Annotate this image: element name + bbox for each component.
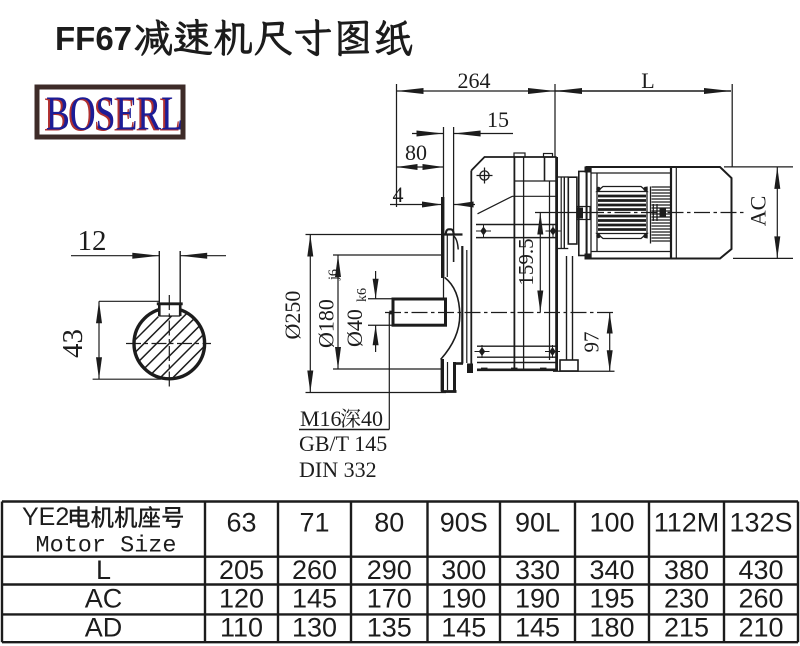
svg-text:145: 145: [441, 613, 486, 643]
svg-text:Ø180: Ø180: [314, 299, 339, 348]
svg-text:215: 215: [664, 613, 709, 643]
svg-text:80: 80: [405, 140, 427, 165]
svg-text:71: 71: [299, 508, 329, 538]
svg-text:330: 330: [515, 555, 560, 585]
svg-text:DIN 332: DIN 332: [299, 457, 377, 482]
svg-text:Ø250: Ø250: [280, 291, 305, 340]
svg-text:190: 190: [441, 584, 486, 614]
svg-text:AD: AD: [85, 613, 123, 643]
svg-text:135: 135: [367, 613, 412, 643]
svg-text:40: 40: [361, 406, 383, 431]
svg-text:12: 12: [78, 225, 107, 257]
svg-text:205: 205: [219, 555, 264, 585]
svg-text:230: 230: [664, 584, 709, 614]
svg-text:120: 120: [219, 584, 264, 614]
svg-text:97: 97: [580, 332, 604, 353]
svg-text:264: 264: [458, 68, 491, 93]
svg-text:j6: j6: [327, 269, 342, 281]
svg-text:260: 260: [738, 584, 783, 614]
svg-text:63: 63: [226, 508, 256, 538]
svg-text:380: 380: [664, 555, 709, 585]
svg-text:190: 190: [515, 584, 560, 614]
svg-text:290: 290: [367, 555, 412, 585]
svg-text:145: 145: [515, 613, 560, 643]
svg-text:132S: 132S: [729, 508, 792, 538]
svg-text:M16: M16: [300, 406, 342, 431]
svg-text:340: 340: [589, 555, 634, 585]
svg-text:AC: AC: [85, 584, 123, 614]
svg-text:15: 15: [487, 107, 509, 132]
svg-text:L: L: [96, 555, 111, 585]
svg-text:300: 300: [441, 555, 486, 585]
svg-text:100: 100: [589, 508, 634, 538]
svg-text:260: 260: [292, 555, 337, 585]
svg-text:170: 170: [367, 584, 412, 614]
svg-text:80: 80: [374, 508, 404, 538]
svg-text:90S: 90S: [440, 508, 488, 538]
svg-text:112M: 112M: [654, 508, 720, 538]
svg-text:L: L: [641, 68, 654, 93]
svg-text:BOSERL: BOSERL: [46, 86, 183, 141]
svg-text:159.5: 159.5: [514, 238, 538, 285]
svg-text:195: 195: [589, 584, 634, 614]
svg-text:FF67: FF67: [55, 20, 132, 57]
svg-text:Motor Size: Motor Size: [35, 533, 176, 560]
svg-text:145: 145: [292, 584, 337, 614]
svg-text:GB/T 145: GB/T 145: [299, 431, 387, 456]
svg-text:AC: AC: [746, 196, 771, 227]
svg-text:90L: 90L: [515, 508, 560, 538]
svg-text:BOSERL: BOSERL: [44, 87, 181, 142]
svg-text:YE2: YE2: [22, 503, 69, 531]
svg-text:130: 130: [292, 613, 337, 643]
svg-text:k6: k6: [355, 288, 370, 302]
svg-text:210: 210: [738, 613, 783, 643]
svg-text:Ø40: Ø40: [342, 309, 367, 347]
svg-text:43: 43: [57, 329, 89, 358]
svg-text:180: 180: [589, 613, 634, 643]
svg-text:430: 430: [738, 555, 783, 585]
svg-text:110: 110: [220, 613, 263, 643]
svg-text:4: 4: [393, 182, 404, 207]
